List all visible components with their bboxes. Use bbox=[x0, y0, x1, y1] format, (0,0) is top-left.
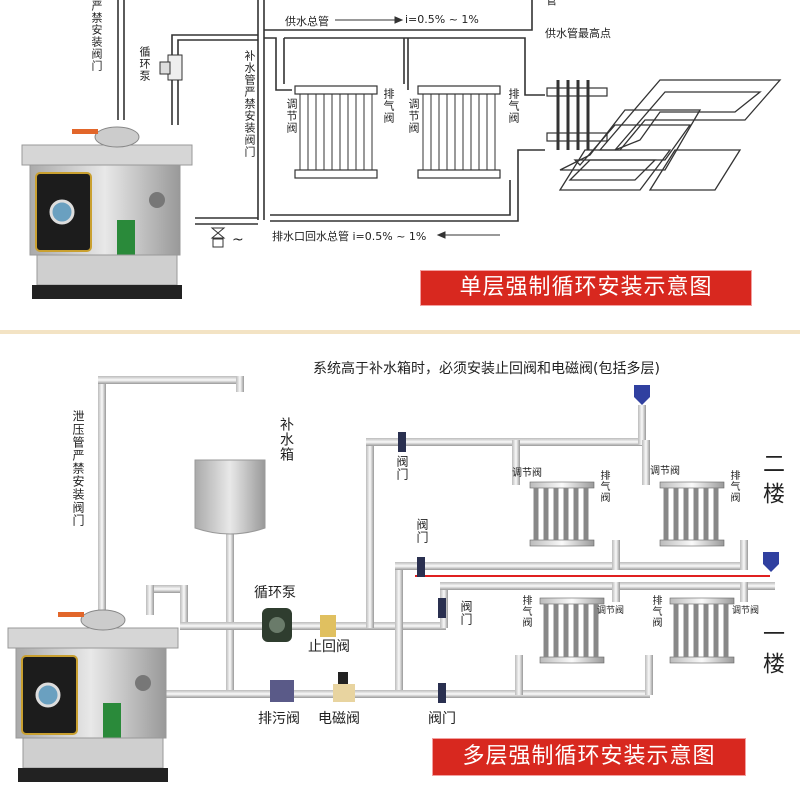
return-main-label: 排水口回水总管 i=0.5% ~ 1% bbox=[272, 230, 427, 243]
drain-valve-icon bbox=[210, 227, 226, 248]
circulation-pump-icon bbox=[262, 608, 292, 642]
vent-valve-label-2f-b: 排气阀 bbox=[728, 470, 739, 503]
single-floor-title-banner: 单层强制循环安装示意图 bbox=[420, 270, 752, 306]
single-floor-radiators bbox=[294, 85, 501, 179]
ball-valve-icons bbox=[398, 432, 446, 703]
relief-pipe-label: 泄压管严禁安装阀门 bbox=[71, 410, 85, 527]
valve-label-bottom: 阀门 bbox=[428, 711, 456, 727]
floor-separator-red-line bbox=[415, 575, 770, 577]
solenoid-valve-label: 电磁阀 bbox=[318, 711, 360, 727]
single-floor-boiler bbox=[20, 125, 194, 301]
multi-floor-radiators bbox=[529, 481, 735, 664]
vent-valve-label-2f-a: 排气阀 bbox=[598, 470, 609, 503]
supply-slope-label: i=0.5% ~ 1% bbox=[405, 13, 479, 26]
multi-floor-pipes bbox=[98, 376, 775, 698]
floor-1-label: 一楼 bbox=[759, 622, 784, 682]
makeup-pipe-label: 补水管严禁安装阀门 bbox=[243, 50, 256, 158]
multi-floor-title-banner: 多层强制循环安装示意图 bbox=[432, 738, 746, 776]
valve-label-riser: 阀门 bbox=[395, 455, 409, 481]
floor-2-label: 二楼 bbox=[759, 452, 784, 512]
valve-label-return: 阀门 bbox=[415, 518, 429, 544]
floor-heating-manifold bbox=[546, 80, 608, 150]
multi-floor-radiator-fins bbox=[533, 488, 729, 657]
section-divider bbox=[0, 330, 800, 334]
drain-valve-multi-icon bbox=[270, 680, 294, 702]
single-floor-pump-icon bbox=[159, 54, 183, 81]
vent-valve-label-2: 排气阀 bbox=[507, 88, 520, 124]
drain-valve-label: 排污阀 bbox=[258, 711, 300, 727]
check-valve-icon bbox=[320, 615, 336, 637]
vent-valve-label-1: 排气阀 bbox=[382, 88, 395, 124]
solenoid-valve-icon bbox=[333, 672, 355, 702]
floor-heating-coils bbox=[558, 79, 782, 191]
drain-symbol: ~ bbox=[232, 232, 244, 248]
system-note: 系统高于补水箱时，必须安装止回阀和电磁阀(包括多层) bbox=[313, 361, 660, 377]
reg-valve-label-1f-b: 调节阀 bbox=[732, 606, 760, 616]
pump-label-multi: 循环泵 bbox=[254, 585, 296, 601]
check-valve-label: 止回阀 bbox=[308, 639, 350, 655]
single-floor-radiator-fins bbox=[299, 94, 496, 170]
makeup-water-tank bbox=[194, 459, 266, 535]
reg-valve-label-1: 调节阀 bbox=[285, 98, 298, 134]
valve-label-floor1: 阀门 bbox=[459, 600, 473, 626]
reg-valve-label-2f-a: 调节阀 bbox=[512, 468, 542, 479]
air-vent-icon bbox=[634, 385, 779, 572]
reg-valve-label-1f-a: 调节阀 bbox=[597, 606, 625, 616]
vent-valve-label-1f-b: 排气阀 bbox=[650, 595, 661, 628]
reg-valve-label-2: 调节阀 bbox=[407, 98, 420, 134]
highest-point-label: 供水管最高点 bbox=[545, 27, 611, 40]
supply-main-label: 供水总管 bbox=[285, 15, 329, 28]
pump-label: 循环泵 bbox=[138, 46, 151, 82]
pipe-char-label: 管 bbox=[546, 0, 557, 7]
multi-floor-boiler bbox=[6, 608, 180, 784]
arrows bbox=[335, 16, 500, 239]
no-valve-left-label: 严禁安装阀门 bbox=[90, 0, 103, 72]
vent-valve-label-1f-a: 排气阀 bbox=[520, 595, 531, 628]
single-floor-pipes bbox=[117, 0, 545, 225]
reg-valve-label-2f-b: 调节阀 bbox=[650, 466, 680, 477]
tank-label: 补水箱 bbox=[278, 417, 294, 462]
